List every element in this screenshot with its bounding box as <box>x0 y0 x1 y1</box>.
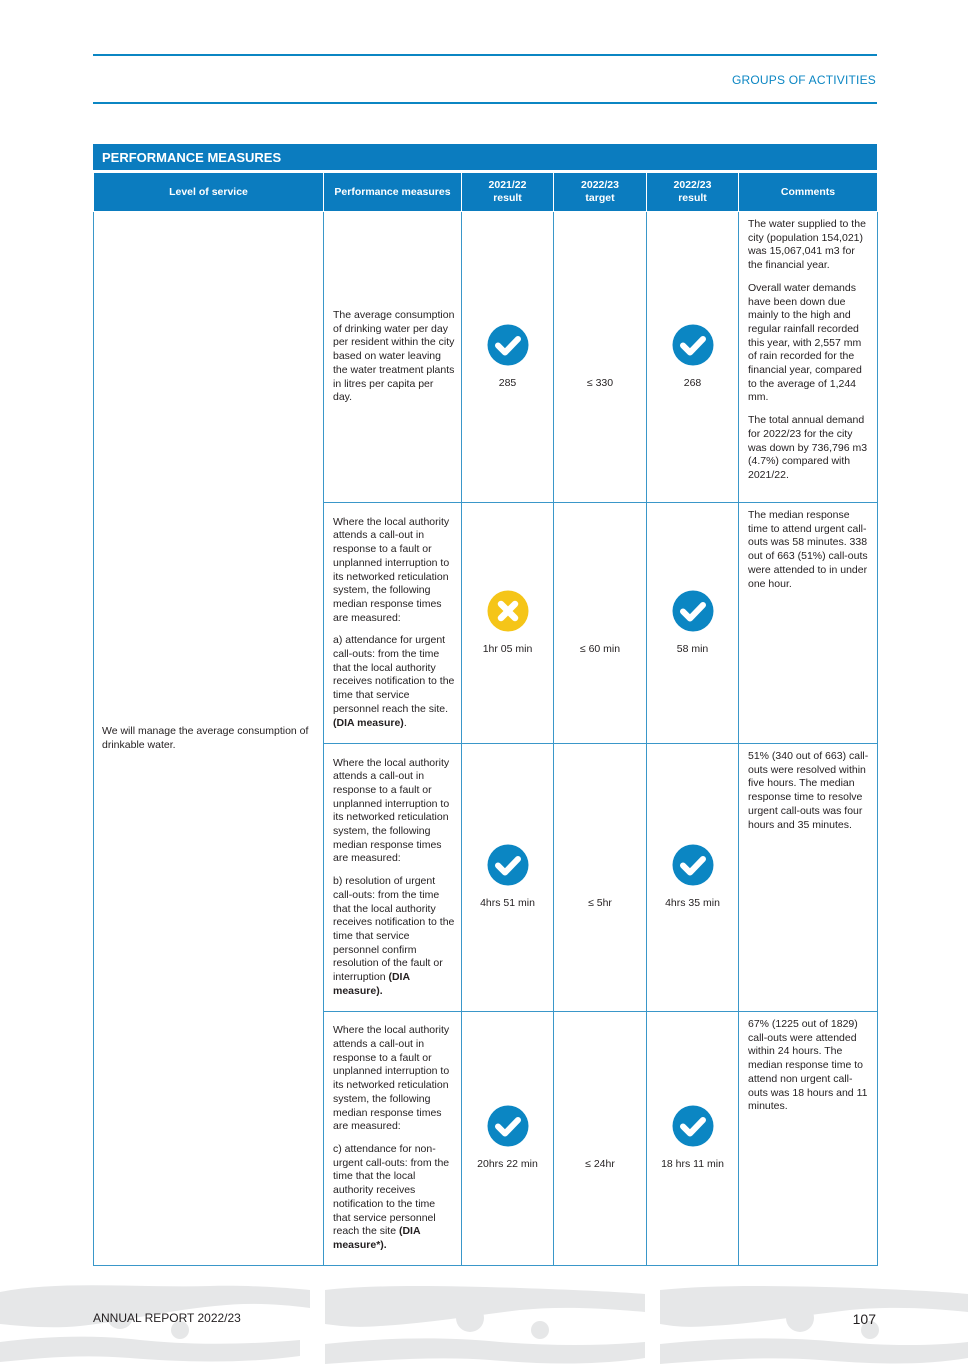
measure-text: The average consumption of drinking wate… <box>333 309 455 404</box>
check-circle-icon <box>672 1105 713 1147</box>
page-number: 107 <box>852 1311 876 1327</box>
check-circle-icon <box>487 844 528 886</box>
col-header-comments: Comments <box>738 172 878 212</box>
measure-cell: Where the local authority attends a call… <box>323 743 462 1012</box>
result-2021-cell: 20hrs 22 min <box>461 1011 554 1266</box>
measure-bold: (DIA measure) <box>333 716 404 729</box>
target-2022-cell: ≤ 60 min <box>553 502 647 744</box>
measure-text: a) attendance for urgent call-outs: from… <box>333 634 455 715</box>
result-value: 4hrs 35 min <box>665 897 720 910</box>
check-circle-icon <box>672 844 713 886</box>
measure-text: Where the local authority attends a call… <box>333 1024 450 1133</box>
check-circle-icon <box>672 590 713 632</box>
table-row: Where the local authority attends a call… <box>94 502 878 744</box>
result-2021-cell: 285 <box>461 211 554 503</box>
level-of-service-text: We will manage the average consumption o… <box>102 724 309 751</box>
top-rule <box>93 54 877 56</box>
target-value: ≤ 330 <box>586 376 614 389</box>
col-header-level: Level of service <box>93 172 324 212</box>
target-2022-cell: ≤ 5hr <box>553 743 647 1012</box>
comment-text: 51% (340 out of 663) call-outs were reso… <box>748 750 869 831</box>
result-value: 268 <box>683 376 702 389</box>
header-rule <box>93 102 877 104</box>
comment-text: The median response time to attend urgen… <box>748 509 868 590</box>
result-2021-cell: 1hr 05 min <box>461 502 554 744</box>
result-value: 20hrs 22 min <box>477 1158 538 1171</box>
check-circle-icon <box>672 324 713 366</box>
result-value: 4hrs 51 min <box>480 897 535 910</box>
performance-table: Level of service Performance measures 20… <box>93 172 878 1266</box>
measure-text: c) attendance for non-urgent call-outs: … <box>333 1143 450 1238</box>
measure-tail: . <box>403 716 407 729</box>
target-value: ≤ 5hr <box>588 897 612 910</box>
result-value: 285 <box>498 376 517 389</box>
target-value: ≤ 24hr <box>585 1158 615 1171</box>
measure-cell: The average consumption of drinking wate… <box>323 211 462 503</box>
measure-text: b) resolution of urgent call-outs: from … <box>333 875 455 984</box>
table-row: Where the local authority attends a call… <box>94 1011 878 1266</box>
footer-report-title: ANNUAL REPORT 2022/23 <box>93 1311 241 1325</box>
result-2022-cell: 4hrs 35 min <box>646 743 739 1012</box>
cross-circle-icon <box>487 590 528 632</box>
check-circle-icon <box>487 324 528 366</box>
result-2021-cell: 4hrs 51 min <box>461 743 554 1012</box>
check-circle-icon <box>487 1105 528 1147</box>
comment-text: Overall water demands have been down due… <box>748 281 862 404</box>
result-2022-cell: 58 min <box>646 502 739 744</box>
measure-cell: Where the local authority attends a call… <box>323 502 462 744</box>
comment-cell: The median response time to attend urgen… <box>738 502 878 744</box>
table-title: PERFORMANCE MEASURES <box>93 144 877 171</box>
target-2022-cell: ≤ 330 <box>553 211 647 503</box>
measure-bold: (DIA measure). <box>333 971 410 997</box>
measure-text: Where the local authority attends a call… <box>333 515 450 624</box>
col-header-measures: Performance measures <box>323 172 462 212</box>
footer-pattern <box>0 1285 968 1364</box>
result-value: 58 min <box>676 642 709 655</box>
measure-cell: Where the local authority attends a call… <box>323 1011 462 1266</box>
comment-text: The total annual demand for 2022/23 for … <box>748 414 868 481</box>
target-2022-cell: ≤ 24hr <box>553 1011 647 1266</box>
comment-cell: 51% (340 out of 663) call-outs were reso… <box>738 743 878 1012</box>
measure-text: Where the local authority attends a call… <box>333 756 450 865</box>
result-value: 1hr 05 min <box>482 642 533 655</box>
table-header-row: Level of service Performance measures 20… <box>93 172 878 212</box>
comment-text: The water supplied to the city (populati… <box>748 218 866 272</box>
measure-bold: (DIA measure*). <box>333 1225 421 1251</box>
result-2022-cell: 268 <box>646 211 739 503</box>
comment-cell: 67% (1225 out of 1829) call-outs were at… <box>738 1011 878 1266</box>
comment-text: 67% (1225 out of 1829) call-outs were at… <box>748 1018 868 1113</box>
target-value: ≤ 60 min <box>579 642 621 655</box>
result-value: 18 hrs 11 min <box>661 1158 724 1171</box>
table-row: We will manage the average consumption o… <box>93 211 878 1266</box>
section-label: GROUPS OF ACTIVITIES <box>731 73 876 87</box>
comment-cell: The water supplied to the city (populati… <box>738 211 878 503</box>
table-row: Where the local authority attends a call… <box>94 743 878 1012</box>
result-2022-cell: 18 hrs 11 min <box>646 1011 739 1266</box>
level-of-service-cell: We will manage the average consumption o… <box>93 211 324 1266</box>
